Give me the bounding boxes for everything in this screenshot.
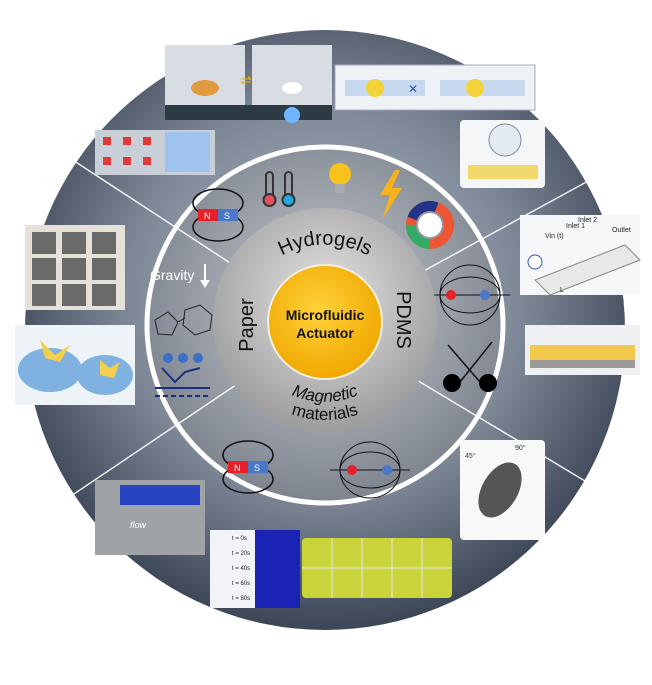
- svg-text:90°: 90°: [515, 444, 526, 452]
- svg-text:Vin (t): Vin (t): [545, 233, 564, 240]
- sugar-molecule-icon: [154, 304, 213, 336]
- svg-text:Outlet: Outlet: [612, 227, 631, 234]
- core-title-line1: Microfluidic: [286, 307, 365, 323]
- lightning-icon: [380, 170, 402, 220]
- material-paper: Paper: [236, 298, 258, 352]
- svg-text:N: N: [204, 211, 211, 221]
- svg-text:t = 40s: t = 40s: [232, 566, 250, 572]
- thermometer-icon: [262, 171, 296, 207]
- panel-paper-flower: [15, 325, 135, 405]
- panel-electrowetting-chip: Vin (t) Inlet 1 Inlet 2 Outlet L: [520, 215, 641, 296]
- panel-pdms-membrane: [525, 325, 640, 375]
- panel-time-series: t = 0s t = 20s t = 40s t = 60s t = 80s: [210, 530, 300, 608]
- magnet-icon-top: N S: [192, 188, 244, 242]
- svg-text:N: N: [234, 463, 241, 473]
- panel-grid-chip: [95, 130, 215, 175]
- gravity-label: Gravity: [150, 264, 210, 288]
- svg-text:Inlet 1: Inlet 1: [566, 223, 585, 230]
- svg-text:✕: ✕: [408, 82, 418, 96]
- panel-flow-photo: flow: [95, 480, 205, 555]
- svg-text:Inlet 2: Inlet 2: [578, 217, 597, 224]
- panel-photoswitch: ⇌: [165, 45, 332, 123]
- svg-text:S: S: [224, 211, 230, 221]
- svg-text:t = 0s: t = 0s: [232, 536, 247, 542]
- panel-pdms-sheet: [460, 120, 545, 188]
- panel-magnetic-robot: 45° 90°: [460, 440, 545, 540]
- panel-chamber-grid: [302, 538, 452, 598]
- electric-field-icon-bottom: [330, 441, 410, 499]
- svg-text:t = 80s: t = 80s: [232, 596, 250, 602]
- pendulum-icon: [443, 341, 497, 392]
- wicking-icon: [155, 353, 210, 397]
- svg-text:45°: 45°: [465, 452, 476, 460]
- outer-image-panels: ⇌ ✕: [15, 45, 641, 608]
- panel-paper-array: [25, 225, 125, 310]
- core-circle: [267, 264, 383, 380]
- panel-valve-channel: ✕: [334, 64, 536, 111]
- svg-text:⇌: ⇌: [240, 72, 252, 88]
- svg-text:flow: flow: [130, 520, 147, 530]
- color-wheel-icon: [406, 201, 454, 249]
- svg-text:L: L: [560, 287, 564, 294]
- svg-text:Gravity: Gravity: [150, 267, 194, 283]
- material-pdms: PDMS: [392, 291, 414, 349]
- light-bulb-icon: [329, 163, 351, 193]
- magnet-icon-bottom: N S: [222, 440, 274, 494]
- core-title-line2: Actuator: [296, 325, 354, 341]
- svg-text:t = 60s: t = 60s: [232, 581, 250, 587]
- electric-field-icon-right: [430, 264, 510, 326]
- svg-text:t = 20s: t = 20s: [232, 551, 250, 557]
- svg-text:S: S: [254, 463, 260, 473]
